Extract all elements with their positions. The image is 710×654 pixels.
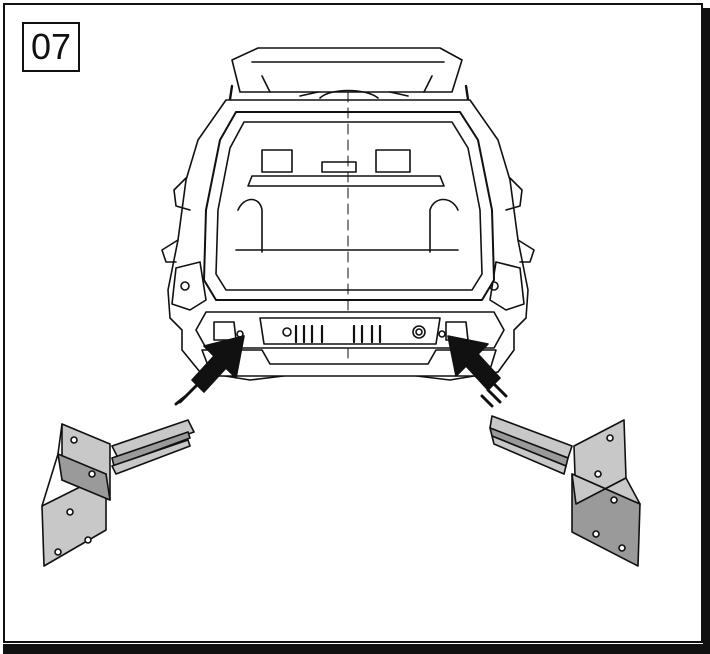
step-number: 07 (30, 26, 72, 67)
insert-arrow-left (174, 335, 245, 406)
insert-arrow-right (447, 335, 508, 408)
mounting-bracket-right (489, 415, 641, 567)
car-rear-illustration (161, 47, 535, 381)
step-number-box: 07 (22, 22, 80, 72)
mounting-bracket-left (41, 419, 195, 567)
panel-shadow-bottom (3, 644, 707, 654)
panel-shadow-right (703, 8, 710, 654)
